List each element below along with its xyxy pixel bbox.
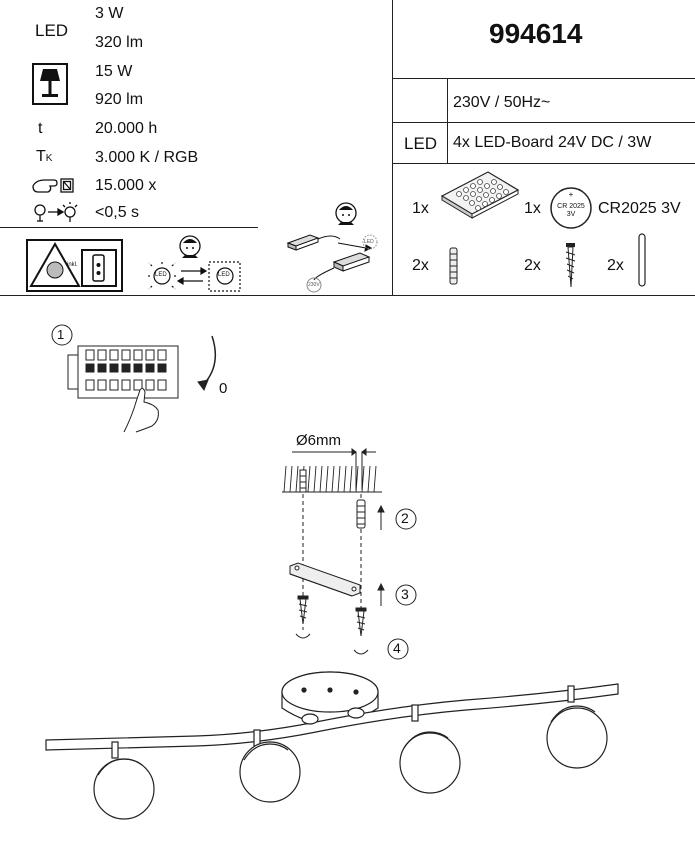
dimmer-remote-icon: [26, 239, 123, 292]
led-driver-drawing: [286, 234, 378, 293]
battery-qty: 1x: [524, 200, 541, 217]
max-lumen: 920 lm: [95, 91, 144, 108]
electrician-icon: [179, 235, 201, 258]
screw-icon: [565, 243, 576, 288]
battery-coin-text-1: CR 2025: [557, 203, 585, 210]
led-bulb-label-2: LED: [218, 272, 230, 278]
mounting-exploded-drawing: [289, 494, 417, 660]
switch-off-label: 0: [219, 380, 228, 397]
led-power: 3 W: [95, 5, 124, 22]
battery-coin-text-2: 3V: [566, 211, 576, 218]
rod-qty: 2x: [607, 257, 624, 274]
lifetime-symbol: t: [38, 120, 43, 137]
battery-type: CR2025 3V: [598, 200, 681, 217]
startup-time-icon: [34, 202, 78, 222]
svg-text:+: +: [569, 190, 574, 199]
remote-qty: 1x: [412, 200, 429, 217]
switch-cycles-value: 15.000 x: [95, 177, 157, 194]
led-bulb-label: LED: [155, 272, 167, 278]
lifetime-value: 20.000 h: [95, 120, 158, 137]
led-board-label: LED: [404, 134, 438, 153]
dowel-icon: [449, 247, 458, 285]
step-3-number: 3: [401, 586, 409, 602]
ceiling-drilling-drawing: [282, 448, 382, 493]
voltage-value: 230V / 50Hz~: [453, 94, 551, 111]
driver-input-label: 230V: [308, 282, 320, 288]
screw-qty: 2x: [524, 257, 541, 274]
remote-control-drawing: [440, 171, 520, 219]
drill-diameter: Ø6mm: [296, 432, 341, 449]
ceiling-lamp-drawing: [45, 671, 619, 820]
step-2-number: 2: [401, 510, 409, 526]
remote-included-badge: inkl.: [67, 262, 78, 268]
dowel-qty: 2x: [412, 257, 429, 274]
led-label: LED: [35, 21, 69, 40]
led-bulb-exchange-icon: [147, 261, 241, 292]
max-power: 15 W: [95, 63, 133, 80]
switch-cycles-icon: [32, 178, 74, 193]
electrician-icon-2: [335, 202, 357, 225]
rod-icon: [638, 233, 646, 287]
color-temp-value: 3.000 K / RGB: [95, 149, 199, 166]
spec-table-lines: [0, 0, 695, 296]
step-4-number: 4: [393, 640, 401, 656]
table-lamp-icon: [32, 63, 68, 105]
step-1-number: 1: [57, 327, 65, 342]
color-temp-symbol: TK: [36, 148, 53, 165]
step1-fusebox-drawing: [51, 324, 217, 433]
article-number: 994614: [489, 18, 583, 49]
led-board-value: 4x LED-Board 24V DC / 3W: [453, 134, 652, 151]
driver-output-label: LED: [364, 239, 374, 245]
startup-time-value: <0,5 s: [95, 204, 140, 221]
coin-battery-icon: +: [550, 187, 592, 229]
led-lumen: 320 lm: [95, 34, 144, 51]
